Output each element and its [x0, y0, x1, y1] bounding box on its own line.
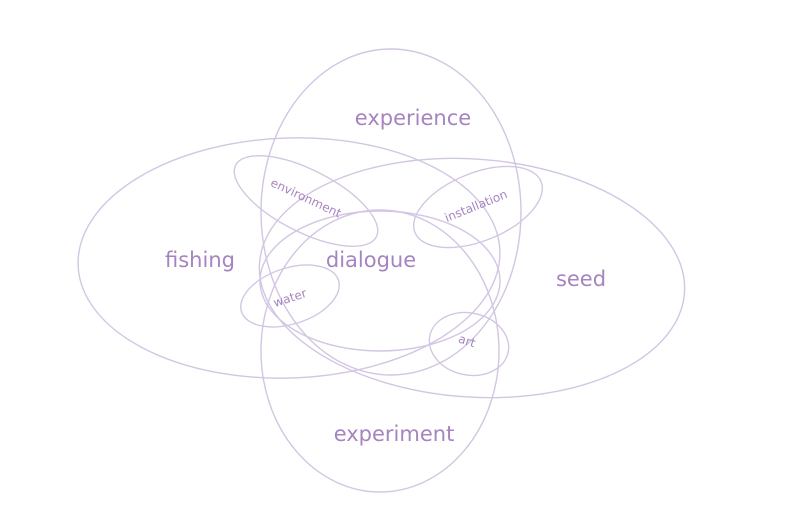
label-dialogue: dialogue: [326, 248, 416, 272]
label-environment: environment: [268, 176, 343, 221]
label-experience: experience: [355, 106, 471, 130]
label-fishing: fishing: [165, 248, 235, 272]
ellipse-experience: [260, 48, 522, 376]
ellipse-dialogue: [259, 210, 501, 352]
label-installation: installation: [443, 187, 510, 225]
ellipse-water: [240, 264, 340, 328]
ellipse-environment: [233, 155, 379, 247]
label-seed: seed: [556, 267, 606, 291]
ellipse-experiment: [260, 209, 500, 493]
ellipse-art: [428, 311, 510, 377]
ellipse-seed: [258, 157, 686, 399]
label-art: art: [457, 332, 478, 351]
label-experiment: experiment: [334, 422, 455, 446]
ellipse-fishing: [77, 137, 501, 379]
ellipse-installation: [412, 165, 544, 249]
